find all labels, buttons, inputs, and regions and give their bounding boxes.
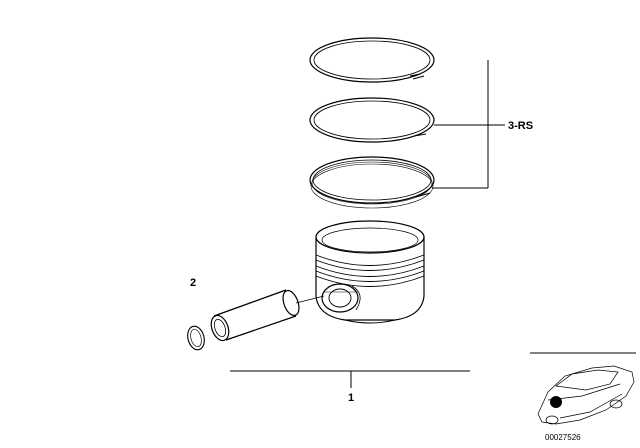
- piston-ring-top[interactable]: [309, 37, 435, 83]
- piston-ring-middle[interactable]: [309, 97, 435, 143]
- piston[interactable]: [315, 220, 425, 324]
- ring-set-bracket: [432, 60, 505, 189]
- piston-ring-oil[interactable]: [309, 156, 435, 209]
- piston-callout-line: [230, 370, 470, 388]
- ring-set-callout: 3-RS: [508, 120, 533, 132]
- piston-callout: 1: [348, 392, 354, 404]
- document-number: 00027526: [545, 433, 581, 442]
- engine-location-marker: [550, 396, 562, 408]
- circlip[interactable]: [185, 324, 207, 351]
- piston-pin[interactable]: [208, 288, 325, 343]
- piston-pin-callout: 2: [190, 277, 196, 289]
- vehicle-locator-thumbnail: [530, 352, 636, 425]
